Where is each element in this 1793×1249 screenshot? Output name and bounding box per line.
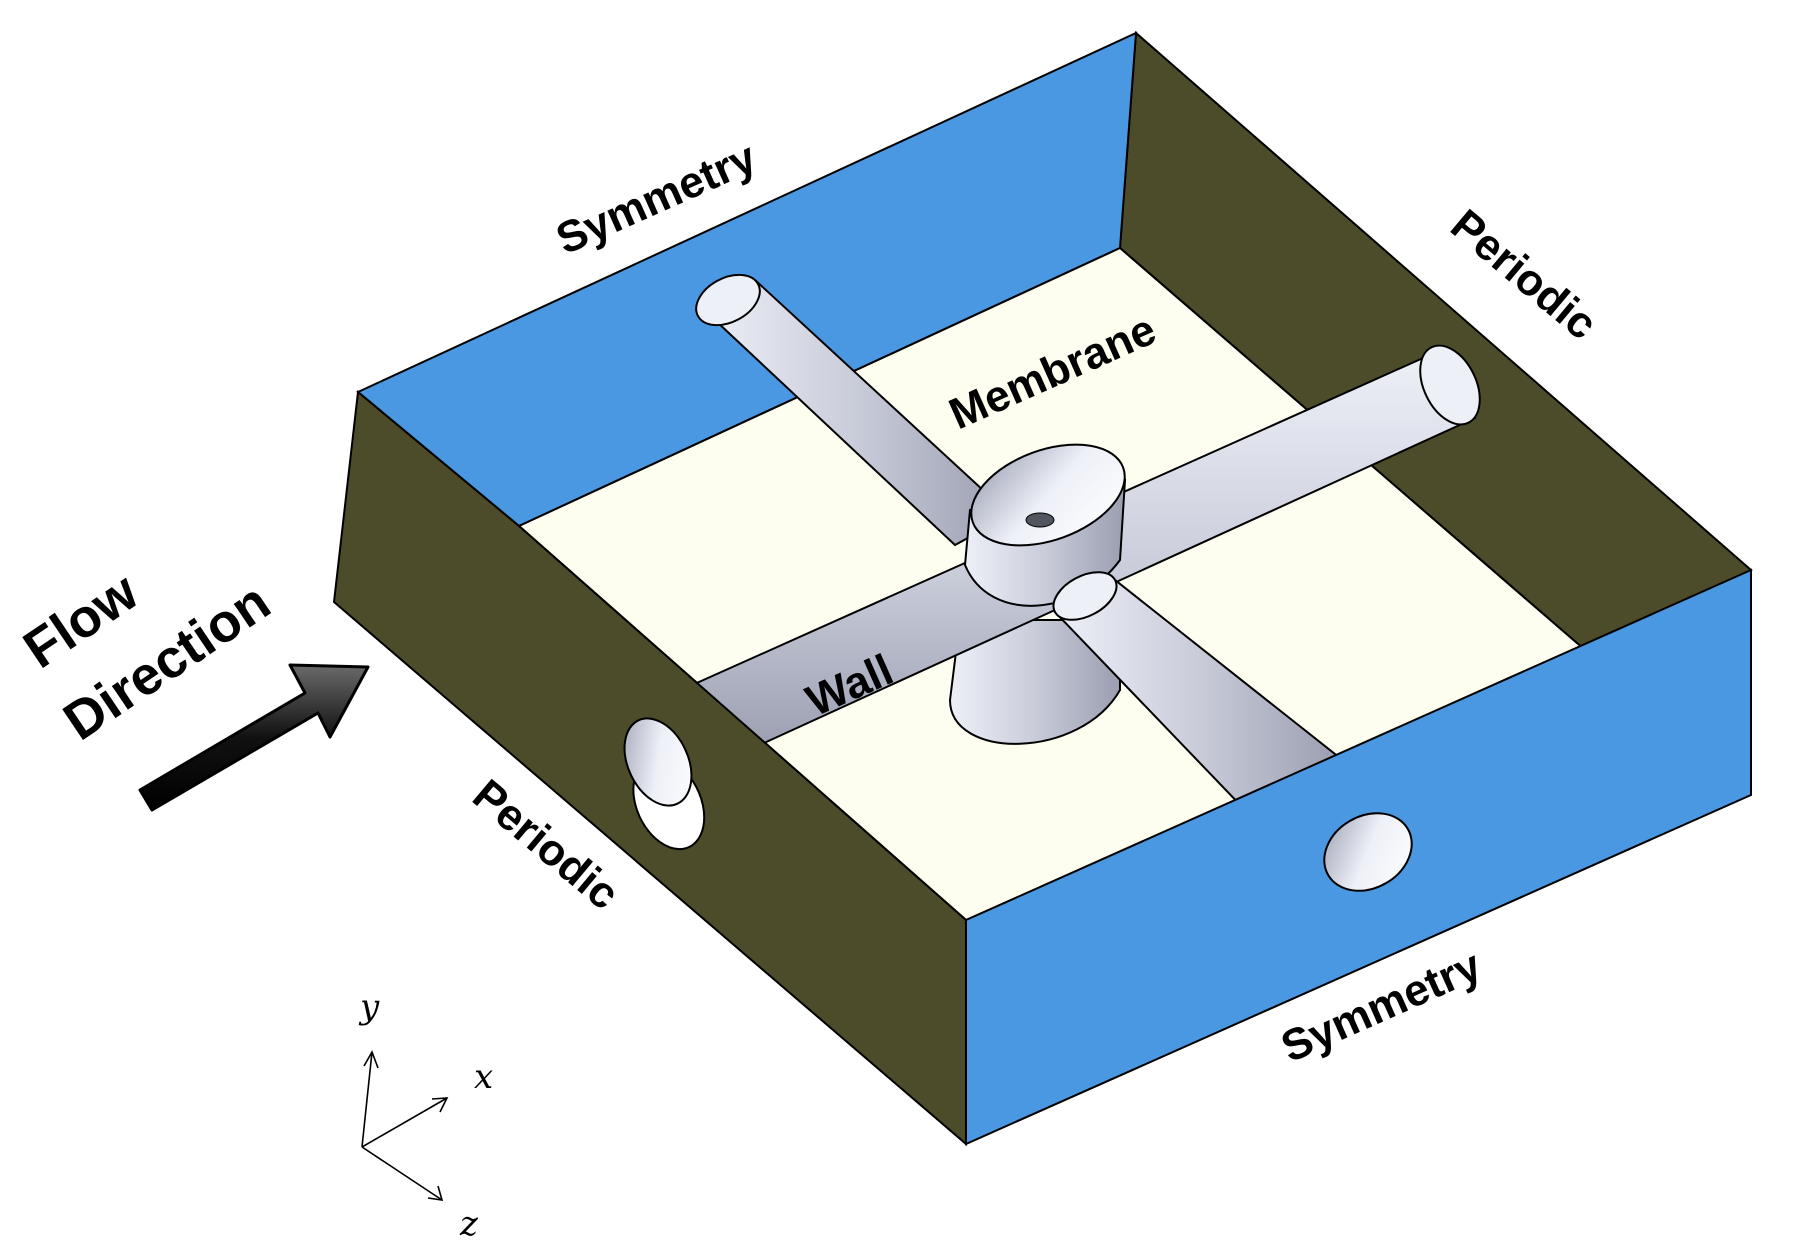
arrow-icon [138, 663, 370, 812]
symmetry-hole-right [1323, 812, 1413, 892]
axis-x-line [361, 1097, 448, 1148]
filament-front [1052, 571, 1342, 812]
periodic-hole-left [623, 717, 693, 807]
axis-y-arrowhead [363, 1050, 379, 1069]
axis-x-arrowhead [431, 1097, 449, 1113]
axis-y-line [361, 1051, 373, 1148]
axis-z-arrowhead [427, 1185, 444, 1201]
axis-y-label: y [358, 987, 380, 1027]
axes-triad [361, 1050, 449, 1201]
axis-z-label: z [459, 1204, 479, 1244]
axis-z-line [361, 1146, 443, 1201]
axis-x-label: x [474, 1057, 493, 1097]
center-node-lower [948, 619, 1121, 745]
